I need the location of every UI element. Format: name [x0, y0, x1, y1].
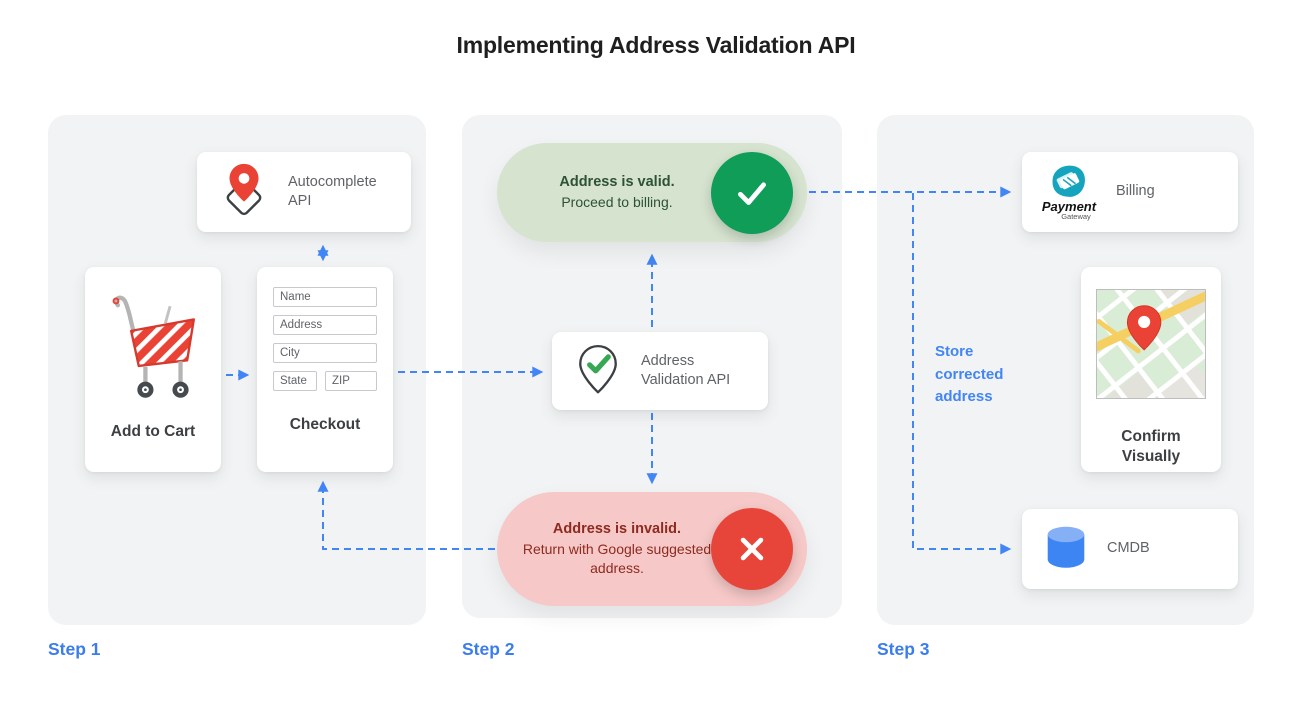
payment-logo-subtitle: Gateway	[1061, 212, 1091, 222]
checkout-label: Checkout	[289, 416, 361, 433]
map-thumbnail	[1020, 213, 1282, 475]
name-field: Name	[273, 287, 377, 307]
cmdb-label: CMDB	[1107, 540, 1150, 557]
zip-field: ZIP	[325, 371, 377, 391]
autocomplete-api-card: Autocomplete API	[197, 152, 411, 232]
address-invalid-pill: Address is invalid. Return with Google s…	[497, 492, 807, 606]
billing-label: Billing	[1116, 183, 1155, 200]
address-valid-pill: Address is valid. Proceed to billing.	[497, 143, 807, 242]
store-corrected-address-note: Store corrected address	[935, 343, 1004, 405]
invalid-subtitle: Return with Google suggested address.	[522, 540, 712, 576]
pin-check-icon	[570, 340, 626, 403]
autocomplete-api-label: Autocomplete API	[288, 173, 377, 209]
add-to-cart-card: Add to Cart	[85, 267, 221, 472]
cmdb-card: CMDB	[1022, 509, 1238, 589]
invalid-title: Address is invalid.	[552, 521, 682, 538]
confirm-visually-label: Confirm Visually	[1121, 428, 1181, 466]
payment-logo-title: Payment	[1041, 199, 1097, 215]
address-validation-api-card: Address Validation API	[552, 332, 768, 410]
valid-title: Address is valid.	[559, 174, 675, 191]
autocomplete-pin-icon	[215, 160, 273, 225]
add-to-cart-label: Add to Cart	[110, 423, 196, 440]
address-field: Address	[273, 315, 377, 335]
city-field: City	[273, 343, 377, 363]
database-icon	[1040, 520, 1092, 579]
valid-subtitle: Proceed to billing.	[561, 193, 673, 210]
x-icon	[711, 508, 793, 590]
step1-label: Step 1	[48, 639, 101, 659]
check-icon	[711, 151, 793, 234]
state-field: State	[273, 371, 317, 391]
payment-gateway-logo: Payment Gateway	[1040, 162, 1098, 221]
step2-label: Step 2	[462, 639, 515, 659]
page-title: Implementing Address Validation API	[456, 32, 856, 58]
shopping-cart-icon	[105, 291, 201, 408]
checkout-card: Name Address City State ZIP Checkout	[257, 267, 393, 472]
confirm-visually-card: Confirm Visually	[1020, 213, 1282, 475]
step3-label: Step 3	[877, 639, 930, 659]
billing-card: Payment Gateway Billing	[1022, 152, 1238, 232]
address-validation-api-label: Address Validation API	[641, 352, 731, 388]
